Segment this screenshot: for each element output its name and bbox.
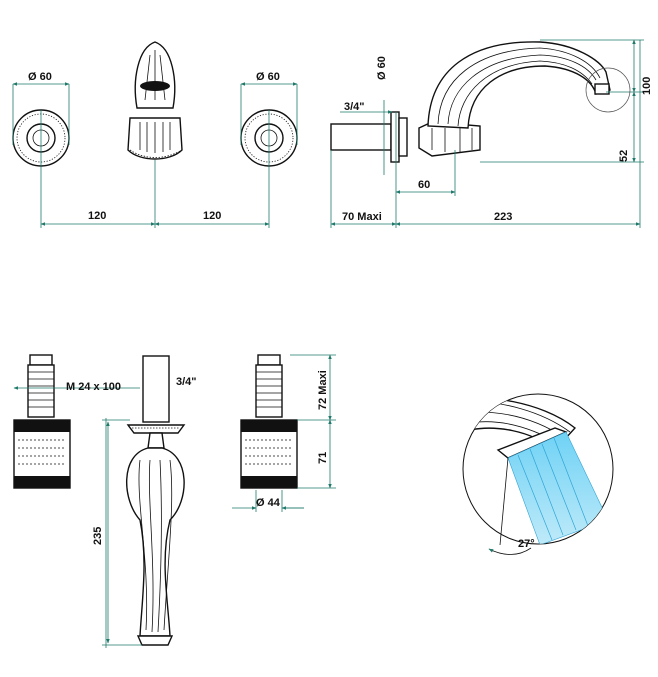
- spout-profile: [125, 355, 186, 646]
- right-valve: [240, 354, 298, 489]
- dim-side-thread: 3/4": [344, 101, 365, 113]
- shank: [330, 123, 392, 151]
- dim-span-right: 120: [203, 210, 221, 222]
- dim-side-maxi: 70 Maxi: [342, 211, 382, 223]
- left-valve: [13, 354, 71, 489]
- dim-right-diameter: Ø 60: [256, 71, 280, 83]
- dim-side-diameter: Ø 60: [376, 56, 388, 80]
- under-deck-view: M 24 x 100 3/4" 72 Maxi 71 Ø 44 235: [13, 354, 336, 648]
- dim-side-height-low: 52: [618, 150, 630, 162]
- dim-bottom-spout-thread: 3/4": [176, 376, 197, 388]
- aerator-detail: 27°: [462, 393, 614, 555]
- spout-front: [127, 41, 183, 160]
- dim-bottom-diameter: Ø 44: [256, 497, 281, 509]
- dim-side-height: 100: [641, 77, 653, 95]
- flange: [390, 111, 400, 163]
- dim-bottom-thread: M 24 x 100: [66, 381, 121, 393]
- side-view-top: 3/4" Ø 60 100 52 60 70 Maxi 223: [330, 39, 653, 228]
- dim-angle: 27°: [518, 538, 535, 550]
- dim-bottom-height: 235: [92, 527, 104, 545]
- dim-side-reach: 223: [494, 211, 512, 223]
- dim-span-left: 120: [88, 210, 106, 222]
- dim-side-offset: 60: [418, 179, 430, 191]
- front-view-top: Ø 60 Ø 60 120 120: [12, 41, 298, 228]
- arched-spout: [427, 41, 611, 129]
- dim-bottom-maxi: 72 Maxi: [317, 370, 329, 410]
- dim-left-diameter: Ø 60: [28, 71, 52, 83]
- dim-bottom-71: 71: [317, 452, 329, 464]
